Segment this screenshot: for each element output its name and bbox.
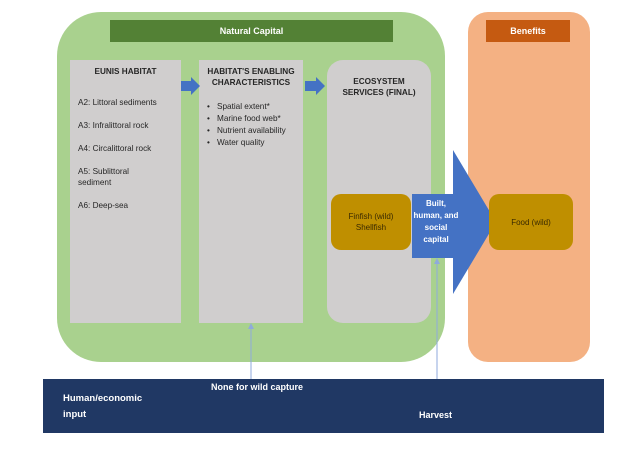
enabling-characteristics-column: HABITAT'S ENABLING CHARACTERISTICS Spati… xyxy=(199,60,303,323)
habitat-item: A3: Infralittoral rock xyxy=(78,121,149,130)
capital-arrow-label: Built, human, and social capital xyxy=(412,198,460,246)
habitat-item: A4: Circalittoral rock xyxy=(78,144,152,153)
benefits-header: Benefits xyxy=(486,20,570,42)
arrow-eunis-to-enabling xyxy=(181,77,200,95)
list-item: Marine food web* xyxy=(207,113,297,125)
final-service-box: Finfish (wild) Shellfish xyxy=(331,194,411,250)
enabling-characteristics-list: Spatial extent* Marine food web* Nutrien… xyxy=(205,101,297,149)
list-item: Water quality xyxy=(207,137,297,149)
label-line: input xyxy=(63,409,87,420)
capital-arrow-shape xyxy=(412,150,496,294)
harvest-input-arrowhead xyxy=(434,258,440,264)
human-economic-input-bar: Human/economic input None for wild captu… xyxy=(43,379,604,433)
label-line: Human/economic xyxy=(63,393,143,404)
habitat-input-arrowhead xyxy=(248,323,254,329)
benefits-panel xyxy=(468,12,590,362)
title-line: ECOSYSTEM xyxy=(353,77,405,86)
list-item: Spatial extent* xyxy=(207,101,297,113)
title-line: CHARACTERISTICS xyxy=(211,78,291,87)
title-line: SERVICES (FINAL) xyxy=(342,88,416,97)
human-input-label: Human/economic input xyxy=(63,391,142,423)
harvest-text: Harvest xyxy=(419,410,453,420)
title-line: HABITAT'S ENABLING xyxy=(207,67,295,76)
habitat-item: A5: Sublittoral sediment xyxy=(78,167,129,187)
capital-line: human, and xyxy=(413,211,459,220)
eunis-habitat-column: EUNIS HABITAT A2: Littoral sediments A3:… xyxy=(70,60,181,323)
habitat-item: A6: Deep-sea xyxy=(78,201,129,210)
benefit-box: Food (wild) xyxy=(489,194,573,250)
list-item: Nutrient availability xyxy=(207,125,297,137)
capital-line: capital xyxy=(423,235,449,244)
eunis-habitat-title: EUNIS HABITAT xyxy=(94,67,157,76)
habitat-item: A2: Littoral sediments xyxy=(78,98,157,107)
natural-capital-header: Natural Capital xyxy=(110,20,393,42)
service-label: Shellfish xyxy=(355,223,387,232)
benefit-label: Food (wild) xyxy=(511,217,551,227)
capital-line: social xyxy=(424,223,448,232)
service-label: Finfish (wild) xyxy=(348,212,394,221)
ecosystem-services-column: ECOSYSTEM SERVICES (FINAL) xyxy=(327,60,431,323)
arrow-enabling-to-services xyxy=(305,77,325,95)
ecosystem-services-title: ECOSYSTEM SERVICES (FINAL) xyxy=(327,76,431,98)
habitat-input-text: None for wild capture xyxy=(211,382,304,392)
capital-line: Built, xyxy=(426,199,446,208)
enabling-characteristics-title: HABITAT'S ENABLING CHARACTERISTICS xyxy=(205,66,297,88)
